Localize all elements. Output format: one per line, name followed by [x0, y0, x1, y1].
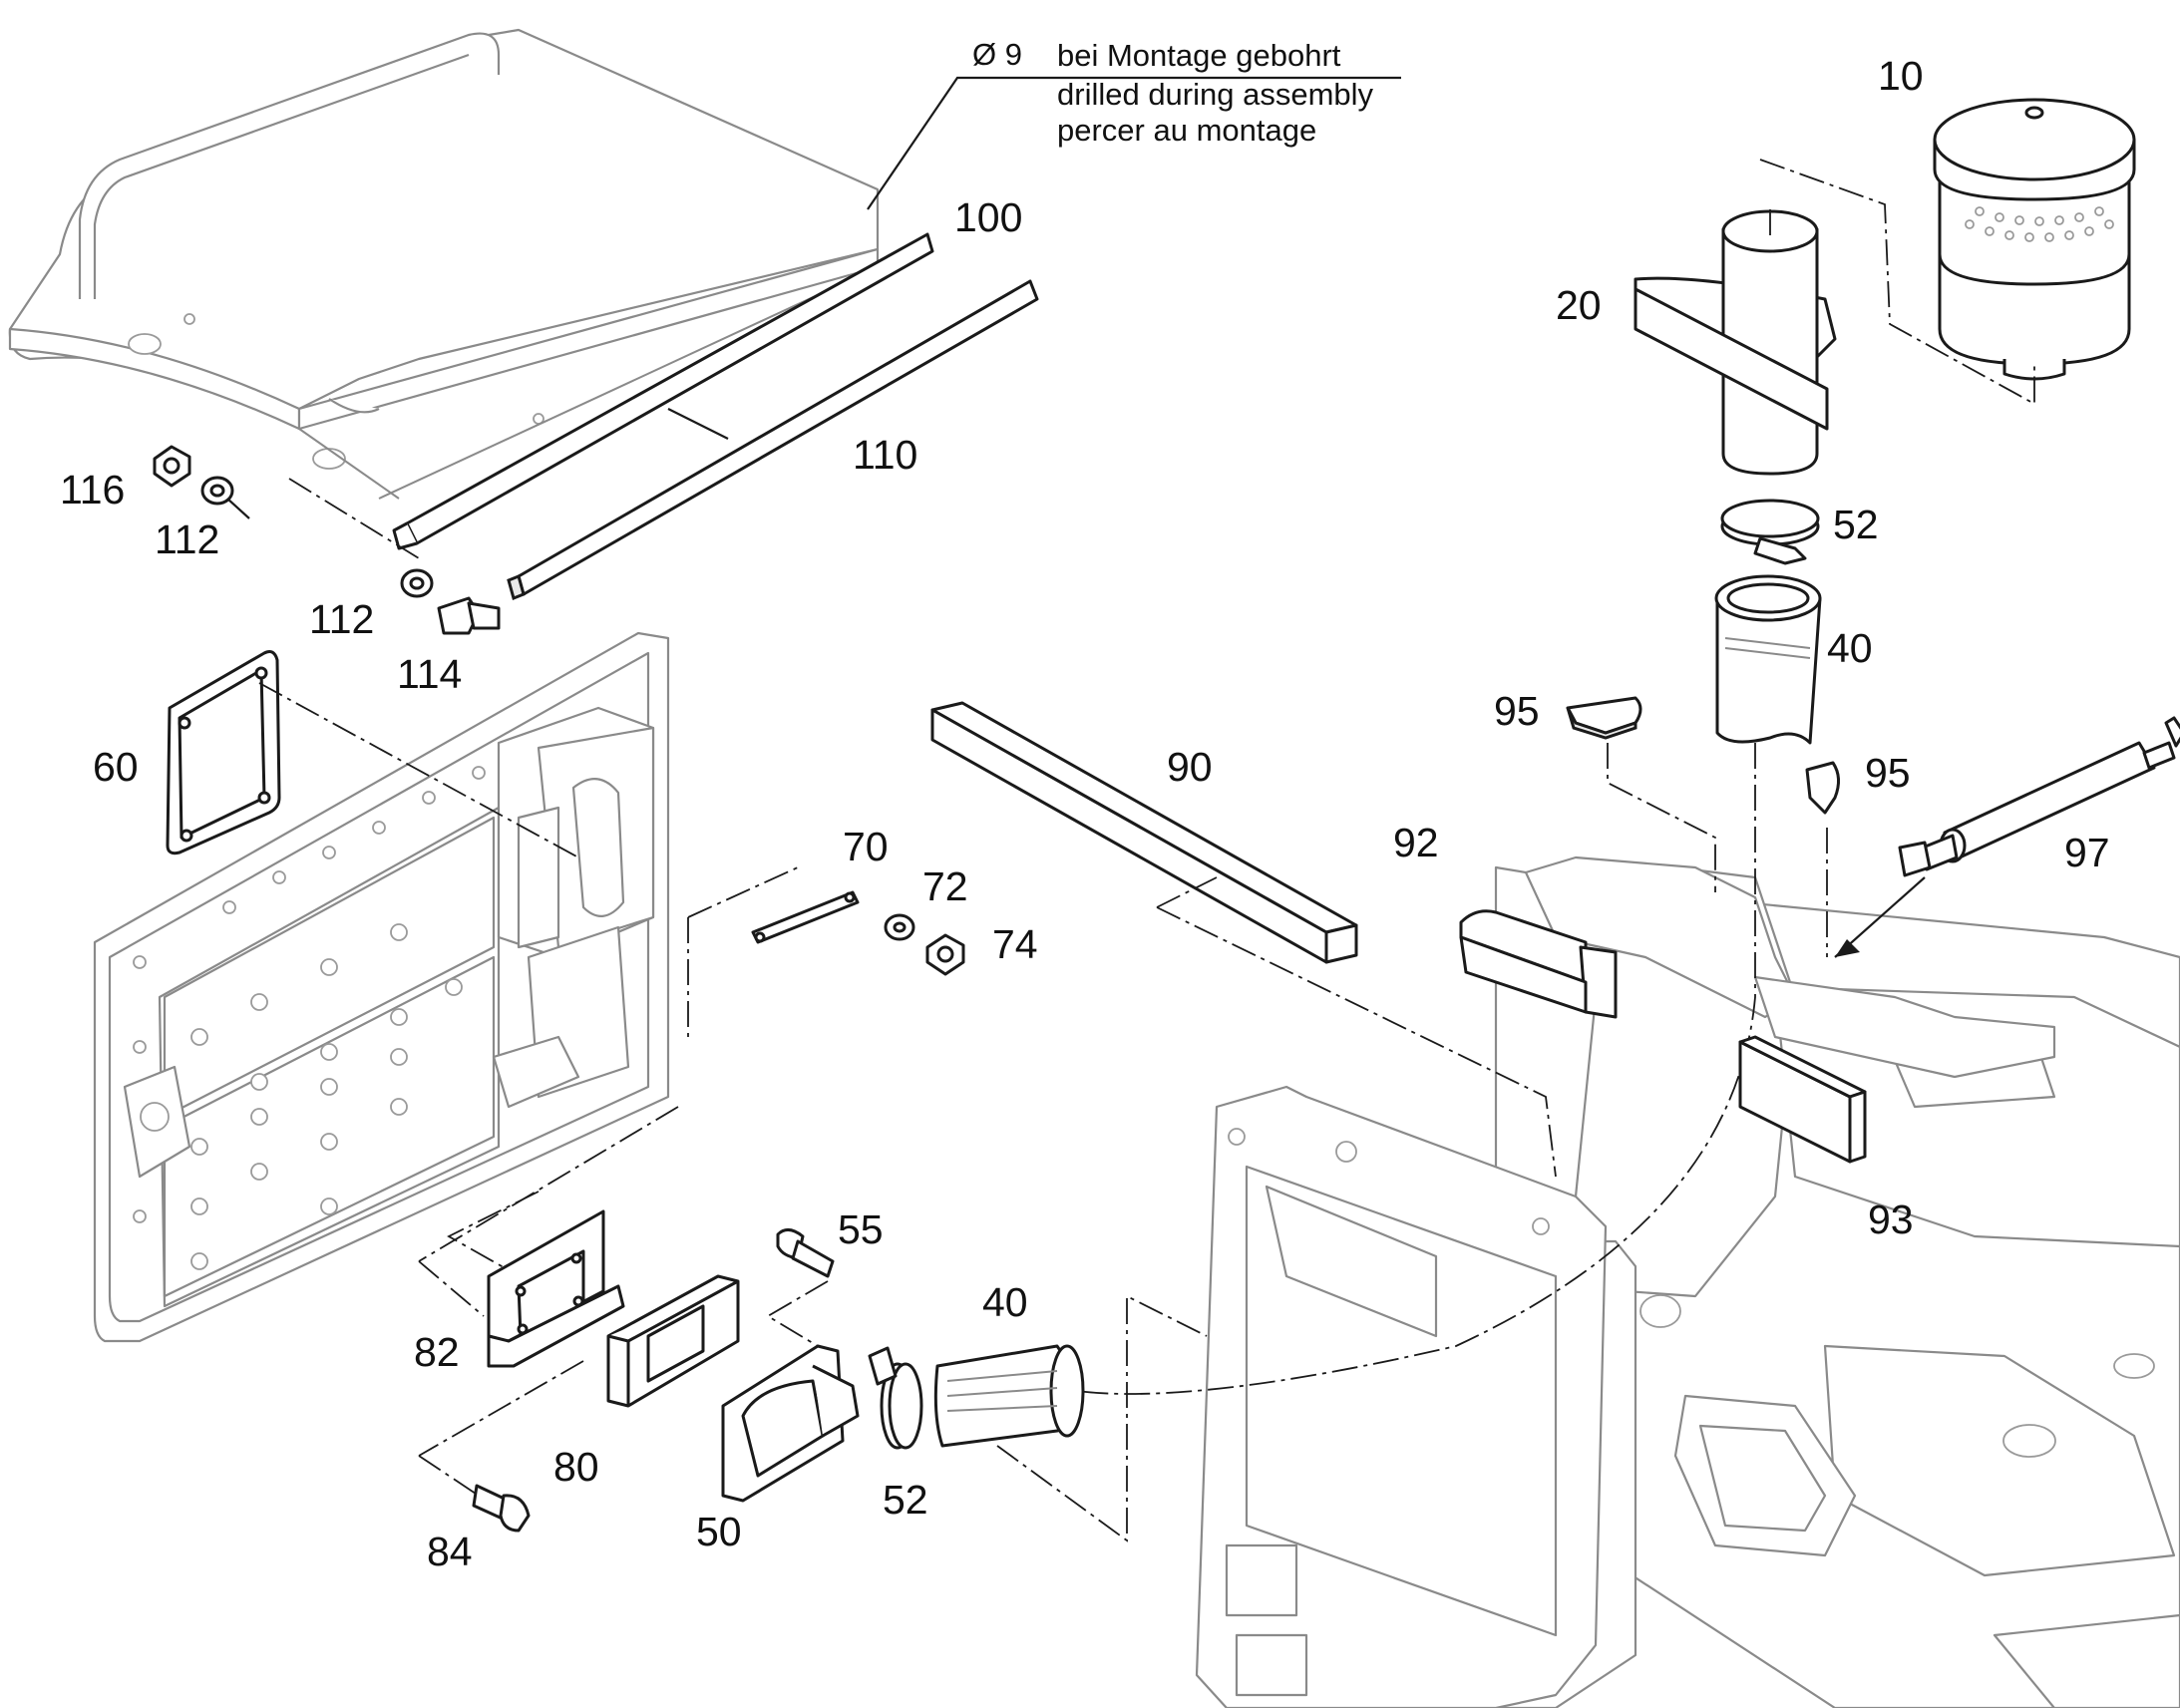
callout-95-b: 95	[1865, 750, 1911, 796]
callout-92: 92	[1393, 820, 1439, 865]
callout-40-bottom: 40	[982, 1279, 1028, 1325]
strap-70	[751, 890, 860, 944]
callout-97: 97	[2064, 830, 2110, 875]
callout-116: 116	[60, 467, 125, 512]
callout-72: 72	[922, 863, 968, 909]
centerline-84	[418, 1455, 480, 1497]
gasket-plate-80	[606, 1274, 740, 1408]
callout-60: 60	[93, 744, 139, 790]
seal-strip-100	[392, 232, 934, 550]
callout-112-a: 112	[155, 516, 219, 562]
tank-body	[1524, 855, 2056, 1079]
callout-20: 20	[1556, 282, 1602, 328]
callout-114: 114	[397, 651, 462, 697]
callout-55: 55	[838, 1206, 884, 1252]
washer-72	[884, 913, 915, 941]
note-diameter: Ø 9	[972, 37, 1022, 72]
screw-84	[472, 1484, 531, 1533]
callout-40-top: 40	[1827, 625, 1873, 671]
callout-93: 93	[1868, 1196, 1914, 1242]
filter-mesh	[1965, 206, 2114, 242]
pad-95-lower	[1805, 761, 1840, 815]
centerline-90	[1156, 906, 1557, 1178]
callout-52-top: 52	[1833, 502, 1879, 547]
callout-74: 74	[992, 921, 1038, 967]
centerline-10	[1759, 159, 2035, 406]
pad-92	[1459, 909, 1618, 1019]
callout-52-bottom: 52	[883, 1477, 928, 1523]
centerline-fasteners	[288, 478, 420, 559]
hose-clamp-52-top	[1720, 499, 1820, 565]
door-panel	[93, 631, 670, 1343]
centerline-95-upper	[1607, 743, 1716, 892]
callout-84: 84	[427, 1529, 473, 1574]
chassis-frame	[1484, 863, 2180, 1708]
hose-40-bottom	[933, 1344, 1085, 1448]
support-bracket	[1195, 1085, 1608, 1708]
lid-assembly	[8, 28, 880, 500]
nut-74	[925, 933, 965, 976]
leader-112-upper	[226, 498, 250, 519]
bracket-82	[487, 1209, 625, 1368]
arrowhead-97	[1835, 939, 1860, 957]
leader-110	[667, 408, 729, 440]
callout-50: 50	[696, 1509, 742, 1554]
note-line-en: drilled during assembly	[1057, 77, 1374, 112]
callout-70: 70	[843, 824, 889, 869]
centerline-82-side	[418, 1260, 485, 1317]
note-line-fr: percer au montage	[1057, 113, 1316, 148]
drilling-note: Ø 9 bei Montage gebohrt drilled during a…	[867, 37, 1401, 210]
callout-80: 80	[553, 1444, 599, 1490]
cover-plate-60	[166, 650, 281, 855]
callout-90: 90	[1167, 744, 1213, 790]
centerline-82-bottom	[418, 1360, 584, 1457]
foam-bar-90	[930, 701, 1358, 964]
note-line-de: bei Montage gebohrt	[1057, 38, 1341, 73]
callout-112-b: 112	[309, 596, 374, 642]
hand-pump-97	[1898, 716, 2180, 877]
washer-112-lower	[400, 568, 434, 598]
callout-110: 110	[853, 432, 917, 478]
callout-82: 82	[414, 1329, 460, 1375]
callout-100: 100	[954, 194, 1022, 240]
pad-93	[1738, 1035, 1867, 1164]
seal-strip-110	[507, 279, 1039, 601]
centerline-70	[687, 866, 799, 918]
panel-holes	[133, 766, 486, 1270]
callout-95-a: 95	[1494, 688, 1540, 734]
centerline-panel-bottom	[418, 1106, 679, 1262]
centerline-hose	[1076, 743, 1756, 1395]
callout-10: 10	[1878, 53, 1924, 99]
note-leader	[867, 76, 1401, 210]
air-filter-10	[1933, 98, 2136, 381]
screw-55	[776, 1228, 835, 1278]
nut-116	[153, 445, 191, 488]
centerline-90-b	[1156, 876, 1218, 908]
duct-elbow-50	[721, 1344, 860, 1503]
bolt-114	[437, 596, 501, 635]
hose-clamp-52-bottom	[868, 1346, 923, 1450]
intake-tube-20	[1634, 209, 1837, 476]
washer-112-upper	[200, 476, 234, 506]
hose-40-top	[1714, 574, 1822, 745]
centerline-60	[258, 682, 579, 858]
pad-95-upper	[1566, 696, 1642, 740]
callouts: 10 20 52 40 100 110 116 112 112 114 60 9…	[60, 53, 2110, 1574]
